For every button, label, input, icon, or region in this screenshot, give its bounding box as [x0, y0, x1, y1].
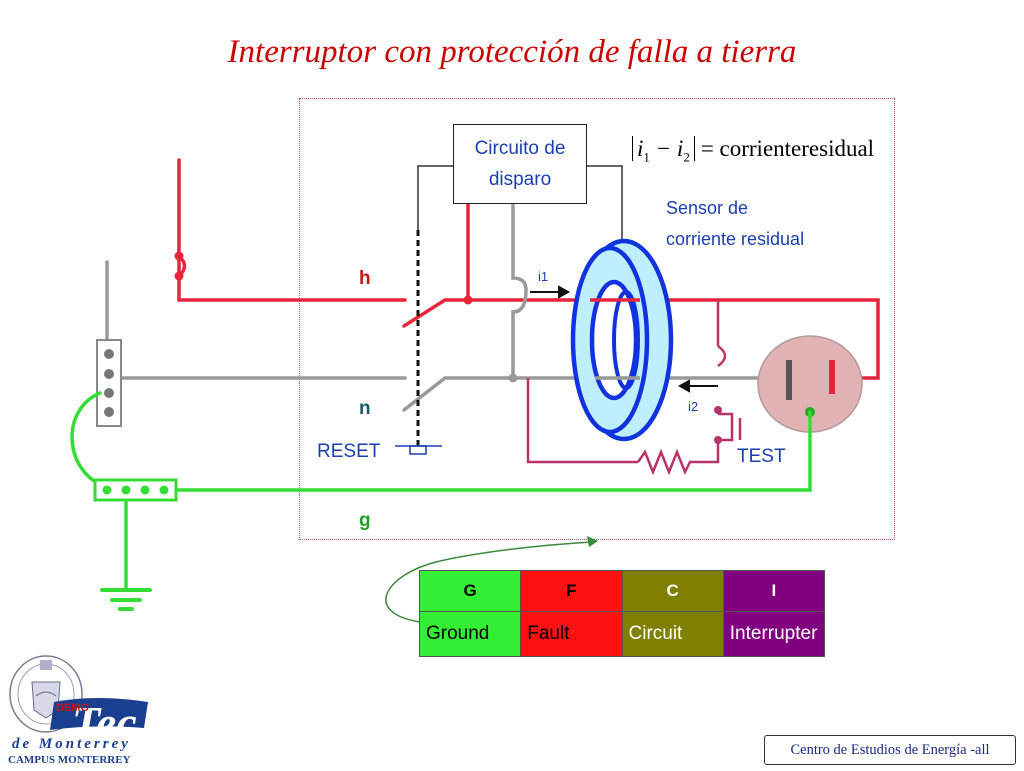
- gfci-legend-table: G F C I Ground Fault Circuit Interrupter: [418, 570, 826, 657]
- hot-wire-label: h: [359, 268, 371, 289]
- logo-line1: de Monterrey: [12, 736, 131, 752]
- legend-value-ground: Ground: [418, 611, 522, 657]
- terminal-strip: [96, 339, 122, 427]
- legend-value-fault: Fault: [520, 611, 623, 657]
- sensor-label-line2: corriente residual: [666, 229, 805, 249]
- tec-monterrey-logo: Tec DEMO de Monterrey CAMPUS MONTERREY: [6, 652, 156, 766]
- tec-seal-icon: [9, 655, 148, 733]
- residual-current-formula: i1 − i2= corrienteresidual: [632, 136, 874, 166]
- test-circuit: [526, 300, 742, 476]
- ground-bar: [93, 478, 178, 502]
- legend-header-i: I: [722, 570, 826, 612]
- trip-circuit-label-line1: Circuito de: [474, 138, 566, 159]
- legend-pointer-arrow: [385, 536, 598, 623]
- formula-abs: i1 − i2: [632, 136, 695, 165]
- page-title: Interruptor con protección de falla a ti…: [227, 34, 797, 70]
- sensor-label-line1: Sensor de: [666, 198, 749, 218]
- sensor-toroid: [570, 238, 674, 442]
- legend-value-circuit: Circuit: [621, 611, 724, 657]
- ground-wire: [70, 391, 812, 590]
- trip-circuit-box: Circuito de disparo: [453, 124, 587, 204]
- trip-circuit-wires: [417, 165, 623, 246]
- logo-watermark: DEMO: [56, 702, 89, 714]
- legend-header-c: C: [621, 570, 724, 612]
- earth-ground-icon: [100, 588, 152, 611]
- reset-button[interactable]: [395, 445, 442, 455]
- legend-value-interrupter: Interrupter: [722, 611, 826, 657]
- hot-wire: [177, 158, 880, 380]
- hot-terminals: [174, 251, 473, 305]
- trip-circuit-label-line2: disparo: [488, 169, 552, 190]
- ground-wire-label: g: [359, 510, 371, 531]
- footer-credit: Centro de Estudios de Energía -all: [764, 735, 1016, 765]
- reset-label: RESET: [317, 441, 381, 462]
- i2-arrow: [677, 379, 718, 393]
- test-button[interactable]: TEST: [737, 446, 786, 467]
- legend-header-f: F: [520, 570, 623, 612]
- i1-arrow: [530, 285, 571, 299]
- gfci-device-frame: [299, 98, 895, 540]
- i1-label: i1: [538, 269, 549, 284]
- logo-line2: CAMPUS MONTERREY: [8, 754, 131, 766]
- logo-name: Tec: [72, 697, 137, 748]
- neutral-wire-label: n: [359, 398, 371, 419]
- i2-label: i2: [688, 399, 699, 414]
- legend-header-g: G: [418, 570, 522, 612]
- load-outlet: [757, 335, 863, 433]
